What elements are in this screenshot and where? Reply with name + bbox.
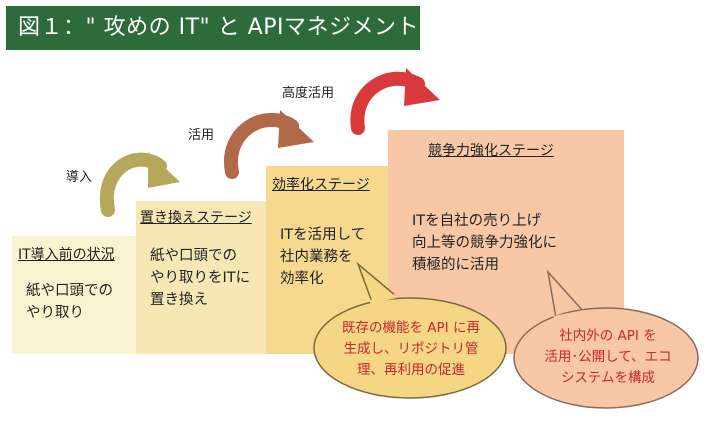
speech-bubble-1 — [313, 261, 507, 399]
figure-title: 図１：" 攻めの IT" と APIマネジメント — [6, 6, 420, 50]
stage-title: IT導入前の状況 — [18, 247, 115, 263]
stage-replacement: 置き換えステージ 紙や口頭での やり取りをITに 置き換え — [136, 201, 270, 354]
stage-body: 紙や口頭での やり取りをITに 置き換え — [150, 248, 251, 308]
step-arrow-3-icon — [350, 68, 440, 135]
stage-body: ITを自社の売り上げ 向上等の競争力強化に 積極的に活用 — [412, 213, 557, 273]
step-arrow-1-icon — [99, 152, 180, 217]
step-label-introduce: 導入 — [66, 170, 93, 185]
speech-bubble-2 — [513, 269, 699, 409]
stage-body: 紙や口頭での やり取り — [26, 283, 113, 321]
speech-bubble-1-text: 既存の機能を API に再 生成し、リポジトリ管 理、再利用の促進 — [342, 320, 480, 378]
speech-bubble-2-text: 社内外の API を 活用･公開して、エコ システムを構成 — [544, 328, 672, 386]
step-label-advanced: 高度活用 — [282, 86, 335, 101]
stage-title: 競争力強化ステージ — [428, 143, 554, 159]
stage-body: ITを活用して 社内業務を 効率化 — [280, 227, 366, 287]
stage-title: 効率化ステージ — [272, 177, 370, 193]
step-arrow-2-icon — [223, 110, 314, 179]
step-label-utilize: 活用 — [188, 128, 215, 143]
stage-title: 置き換えステージ — [140, 210, 252, 226]
stage-before-it: IT導入前の状況 紙や口頭での やり取り — [12, 236, 140, 354]
